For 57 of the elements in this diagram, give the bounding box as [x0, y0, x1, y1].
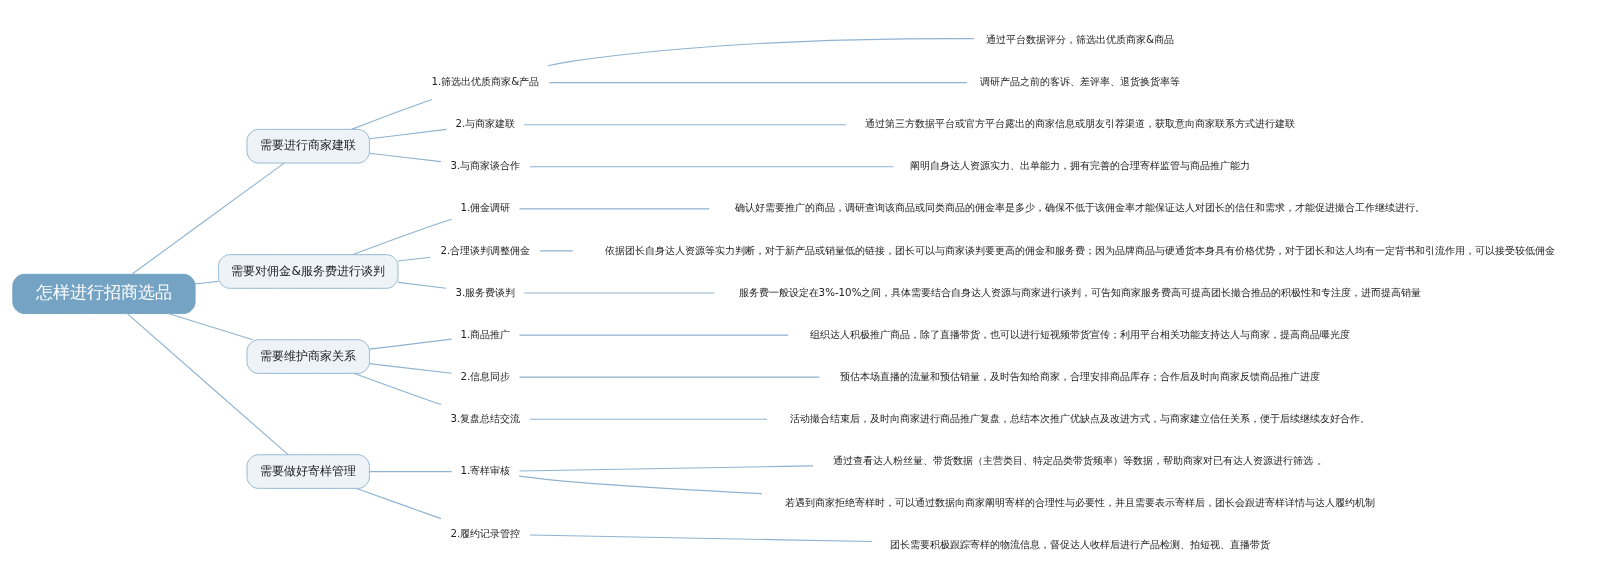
node-text: 活动撮合结束后，及时向商家进行商品推广复盘，总结本次推广优缺点及改进方式，与商家建立信任关系，便于后续继续友好合作。: [790, 411, 1371, 424]
connector: [126, 313, 289, 456]
node-text: 确认好需要推广的商品，调研查询该商品或同类商品的佣金率是多少，确保不低于该佣金率才能保证达人对团长的信任和需求，才能促进撮合工作继续进行。: [735, 201, 1426, 214]
node-text: 3.与商家谈合作: [450, 159, 521, 172]
connector: [529, 166, 894, 168]
connector: [397, 281, 447, 289]
node-box: 需要做好寄样管理: [246, 454, 370, 489]
node-text: 预估本场直播的流量和预估销量，及时告知给商家，合理安排商品库存；合作后及时向商家反馈商品推广进度: [840, 369, 1321, 382]
node-text: 团长需要积极跟踪寄样的物流信息，督促达人收样后进行产品检测、拍短视、直播带货: [890, 538, 1271, 551]
connector: [529, 534, 873, 543]
connector: [167, 313, 254, 341]
node-text: 通过第三方数据平台或官方平台露出的商家信息或朋友引荐渠道，获取意向商家联系方式进行建联: [865, 117, 1296, 130]
node-text: 3.复盘总结交流: [450, 411, 521, 424]
connector: [397, 256, 432, 262]
node-text: 若遇到商家拒绝寄样时，可以通过数据向商家阐明寄样的合理性与必要性，并且需要表示寄样后，团长会跟进寄样详情与达人履约机制: [785, 495, 1376, 508]
node-text: 2.合理谈判调整佣金: [440, 243, 531, 256]
connector: [368, 471, 453, 473]
connector: [351, 98, 433, 130]
connector: [518, 376, 820, 378]
node-text: 服务费一般设定在3%-10%之间，具体需要结合自身达人资源与商家进行谈判，可告知商家服务费高可提高团长撮合推品的积极性和专注度，进而提高销量: [738, 285, 1422, 298]
node-text: 1.佣金调研: [460, 201, 511, 214]
node-text: 通过查看达人粉丝量、带货数据（主营类目、特定品类带货频率）等数据，帮助商家对已有达人资源进行筛选 。: [833, 453, 1327, 466]
connector: [353, 372, 442, 406]
node-box: 需要维护商家关系: [246, 339, 370, 374]
node-text: 依据团长自身达人资源等实力判断，对于新产品或销量低的链接，团长可以与商家谈判要更高的佣金和服务费；因为品牌商品与硬通货本身具有价格优势，对于团长和达人均有一定背书和引流作用，可以接受较低佣金: [605, 243, 1556, 256]
connector: [518, 465, 814, 472]
node-box: 需要对佣金&服务费进行谈判: [218, 254, 399, 289]
node-box: 怎样进行招商选品: [12, 273, 196, 315]
connector: [529, 418, 768, 420]
node-text: 2.与商家建联: [455, 117, 516, 130]
connector: [523, 124, 847, 126]
connector: [539, 250, 574, 252]
connector: [368, 128, 448, 140]
connector: [356, 487, 442, 520]
connector: [518, 208, 710, 210]
node-text: 通过平台数据评分，筛选出优质商家&商品: [986, 33, 1175, 46]
node-text: 1.筛选出优质商家&产品: [431, 75, 540, 88]
connector: [518, 475, 763, 495]
connector: [368, 338, 453, 350]
node-text: 2.信息同步: [460, 369, 511, 382]
node-text: 调研产品之前的客诉、差评率、退货换货率等: [980, 75, 1181, 88]
node-text: 组织达人积极推广商品，除了直播带货，也可以进行短视频带货宣传；利用平台相关功能支持达人与商家，提高商品曝光度: [810, 327, 1351, 340]
connector: [547, 38, 975, 67]
connector: [368, 152, 442, 163]
node-box: 需要进行商家建联: [246, 128, 370, 164]
connector: [518, 334, 789, 336]
node-text: 2.履约记录管控: [450, 526, 521, 539]
node-text: 阐明自身达人资源实力、出单能力，拥有完善的合理寄样监管与商品推广能力: [910, 159, 1251, 172]
connector: [131, 162, 285, 275]
node-text: 3.服务费谈判: [455, 285, 516, 298]
node-text: 1.寄样审核: [460, 464, 511, 477]
connector: [194, 280, 219, 285]
connector: [352, 218, 453, 256]
connector: [368, 363, 453, 374]
node-text: 1.商品推广: [460, 327, 511, 340]
connector: [548, 82, 968, 84]
connector: [523, 292, 715, 294]
